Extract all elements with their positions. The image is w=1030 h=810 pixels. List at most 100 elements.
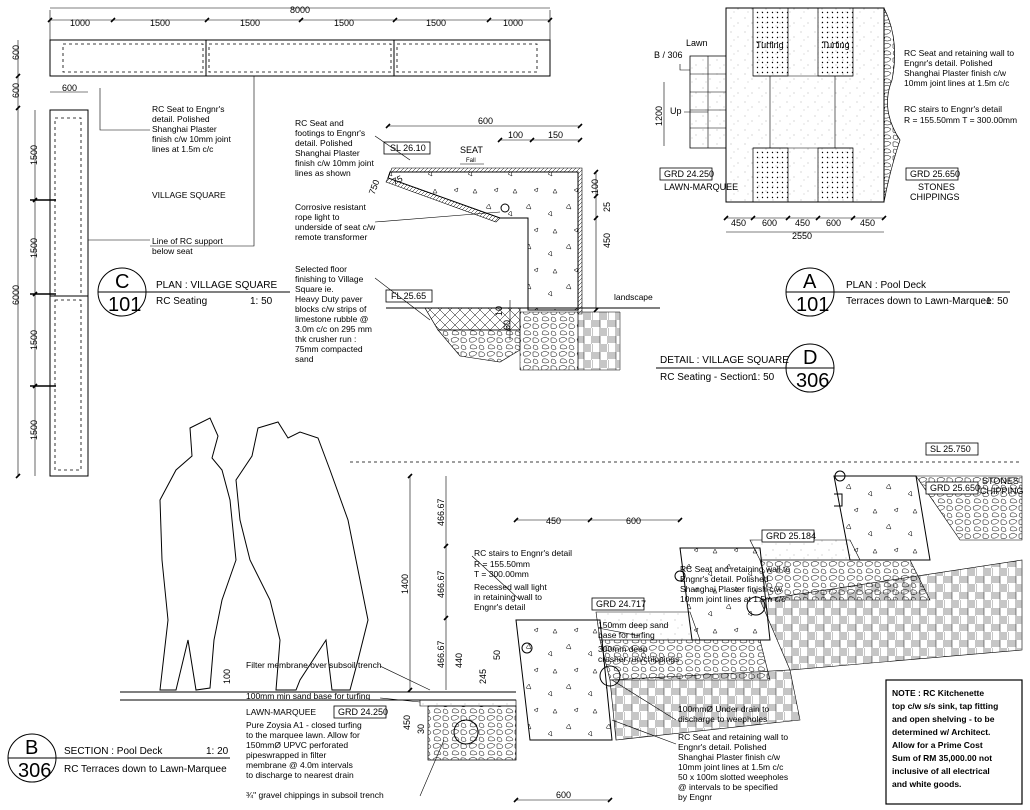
dim-750: 750 xyxy=(367,178,382,196)
dim-600-plan: 600 xyxy=(62,83,77,93)
svg-text:and open shelving - to be: and open shelving - to be xyxy=(892,714,995,724)
dim-ticks-top xyxy=(47,10,553,40)
dim-1500-c: 1500 xyxy=(334,18,354,28)
dim-450-c: 450 xyxy=(860,218,875,228)
dim-600-b: 600 xyxy=(826,218,841,228)
seat-plan-horizontal xyxy=(49,39,551,77)
dim-600-sec: 600 xyxy=(626,516,641,526)
dim-1500-v-a: 1500 xyxy=(29,145,39,165)
dim-total-8000: 8000 xyxy=(290,5,310,15)
svg-text:Engnr's detail. Polished: Engnr's detail. Polished xyxy=(680,574,769,584)
dim-450-b: 450 xyxy=(795,218,810,228)
svg-text:and white goods.: and white goods. xyxy=(892,779,961,789)
grd-24-250-sec: GRD 24.250 xyxy=(338,707,388,717)
dim-2550: 2550 xyxy=(792,231,812,241)
label-stones-b-1: STONES xyxy=(982,476,1019,486)
note-under-drain: 100mmØ Under drain to discharge to weeph… xyxy=(678,704,769,724)
svg-text:by Engnr: by Engnr xyxy=(678,792,712,802)
svg-text:101: 101 xyxy=(108,294,141,316)
svg-text:base for turfing: base for turfing xyxy=(598,630,655,640)
svg-text:RC Seat and retaining wall to: RC Seat and retaining wall to xyxy=(904,48,1014,58)
svg-text:in retaining wall to: in retaining wall to xyxy=(474,592,542,602)
plan-village-square: 8000 1000 1500 1500 1500 1500 1000 600 6… xyxy=(11,5,553,479)
svg-text:RC Seat and retaining wall to: RC Seat and retaining wall to xyxy=(678,732,788,742)
scale-a: 1: 50 xyxy=(986,296,1009,307)
svg-text:306: 306 xyxy=(796,370,829,392)
svg-text:Square ie.: Square ie. xyxy=(295,284,334,294)
callout-c-101: C 101 xyxy=(97,267,290,317)
svg-text:Shanghai Plaster: Shanghai Plaster xyxy=(152,124,217,134)
dim-450-low: 450 xyxy=(402,715,412,730)
note-sand-base: 150mm deep sand base for turfing 300mm d… xyxy=(598,620,679,664)
svg-text:Shanghai Plaster finish c/w: Shanghai Plaster finish c/w xyxy=(678,752,781,762)
deck-plan-outline xyxy=(725,7,885,203)
svg-text:sand: sand xyxy=(295,354,314,364)
svg-text:Shanghai Plaster finish c/w: Shanghai Plaster finish c/w xyxy=(904,68,1007,78)
note-rc-seat-footing: RC Seat and footings to Engnr's detail. … xyxy=(295,118,375,178)
svg-text:B: B xyxy=(25,737,38,759)
dim-60: 60 xyxy=(502,320,512,330)
grd-24-717: GRD 24.717 xyxy=(596,599,646,609)
title-plan-pool-deck: PLAN : Pool Deck xyxy=(846,280,927,291)
svg-text:Pure Zoysia A1 - closed turfin: Pure Zoysia A1 - closed turfing xyxy=(246,720,362,730)
subtitle-rc-seating-section: RC Seating - Section xyxy=(660,372,753,383)
title-plan-village-square: PLAN : VILLAGE SQUARE xyxy=(156,280,277,291)
dim-75: 75 xyxy=(391,173,404,186)
svg-text:underside of seat c/w: underside of seat c/w xyxy=(295,222,376,232)
scale-d: 1: 50 xyxy=(752,372,775,383)
svg-text:R = 155.50mm: R = 155.50mm xyxy=(474,559,530,569)
svg-text:crusher run/chippings: crusher run/chippings xyxy=(598,654,679,664)
dim-600-bottom: 600 xyxy=(556,790,571,800)
note-rope-light: Corrosive resistant rope light to unders… xyxy=(295,202,376,242)
svg-text:RC Seat to Engnr's: RC Seat to Engnr's xyxy=(152,104,225,114)
svg-text:rope light to: rope light to xyxy=(295,212,340,222)
svg-text:RC Seat and retaining wall to: RC Seat and retaining wall to xyxy=(680,564,790,574)
dim-1000-right: 1000 xyxy=(503,18,523,28)
dim-25-v: 25 xyxy=(602,202,612,212)
svg-text:Recessed wall light: Recessed wall light xyxy=(474,582,547,592)
plan-pool-deck: Turfing Turfing Lawn B / 306 Up 1200 GRD… xyxy=(654,7,1017,317)
level-fl-25-65: FL 25.65 xyxy=(391,291,426,301)
dim-1500-a: 1500 xyxy=(150,18,170,28)
dim-150-detail: 150 xyxy=(548,130,563,140)
subtitle-rc-seating: RC Seating xyxy=(156,296,207,307)
svg-text:Shanghai Plaster finish c/w: Shanghai Plaster finish c/w xyxy=(680,584,783,594)
svg-text:75mm compacted: 75mm compacted xyxy=(295,344,363,354)
dim-450-sec: 450 xyxy=(546,516,561,526)
svg-text:finishing to Village: finishing to Village xyxy=(295,274,364,284)
svg-text:Engnr's detail: Engnr's detail xyxy=(474,602,525,612)
svg-text:lines as shown: lines as shown xyxy=(295,168,351,178)
subtitle-rc-terraces: RC Terraces down to Lawn-Marquee xyxy=(64,764,227,775)
section-pool-deck: SL 25.750 STONES CHIPPING GRD 25.650 GRD… xyxy=(7,417,1024,803)
dim-1500-v-d: 1500 xyxy=(29,420,39,440)
seat-plan-vertical xyxy=(49,109,89,477)
dim-50: 50 xyxy=(492,650,502,660)
svg-text:150mmØ UPVC perforated: 150mmØ UPVC perforated xyxy=(246,740,348,750)
note-zoysia: Pure Zoysia A1 - closed turfing to the m… xyxy=(246,720,362,780)
subtitle-terraces: Terraces down to Lawn-Marquee xyxy=(846,296,992,307)
svg-text:to discharge to nearest drain: to discharge to nearest drain xyxy=(246,770,354,780)
note-rc-seat-wall-sec: RC Seat and retaining wall to Engnr's de… xyxy=(680,564,790,604)
note-filter-membrane: Filter membrane over subsoil trench xyxy=(246,660,382,670)
label-stones-2: CHIPPINGS xyxy=(910,192,960,202)
note-box-kitchenette: NOTE : RC Kitchenette top c/w s/s sink, … xyxy=(885,679,1023,805)
detail-village-square: 600 100 150 SL 26.10 SEAT Fall 750 75 10… xyxy=(295,116,835,393)
dim-100-v: 100 xyxy=(590,179,600,194)
svg-text:Shanghai Plaster: Shanghai Plaster xyxy=(295,148,360,158)
svg-text:101: 101 xyxy=(796,294,829,316)
dim-30: 30 xyxy=(416,724,426,734)
dim-600-left-a: 600 xyxy=(11,45,21,60)
svg-text:306: 306 xyxy=(18,760,51,782)
label-ref-b306: B / 306 xyxy=(654,50,683,60)
dim-466-b: 466.67 xyxy=(436,570,446,598)
svg-text:blocks c/w strips of: blocks c/w strips of xyxy=(295,304,367,314)
terrace-mid xyxy=(679,547,771,641)
label-fall: Fall xyxy=(466,158,476,164)
svg-text:R = 155.50mm T = 300.00mm: R = 155.50mm T = 300.00mm xyxy=(904,115,1017,125)
label-stones-b-2: CHIPPING xyxy=(980,486,1024,496)
terrace-top xyxy=(833,475,931,561)
label-up: Up xyxy=(670,106,682,116)
svg-text:10mm joint lines at 1.5m c/c: 10mm joint lines at 1.5m c/c xyxy=(680,594,786,604)
dim-440: 440 xyxy=(454,653,464,668)
label-stones-1: STONES xyxy=(918,182,955,192)
